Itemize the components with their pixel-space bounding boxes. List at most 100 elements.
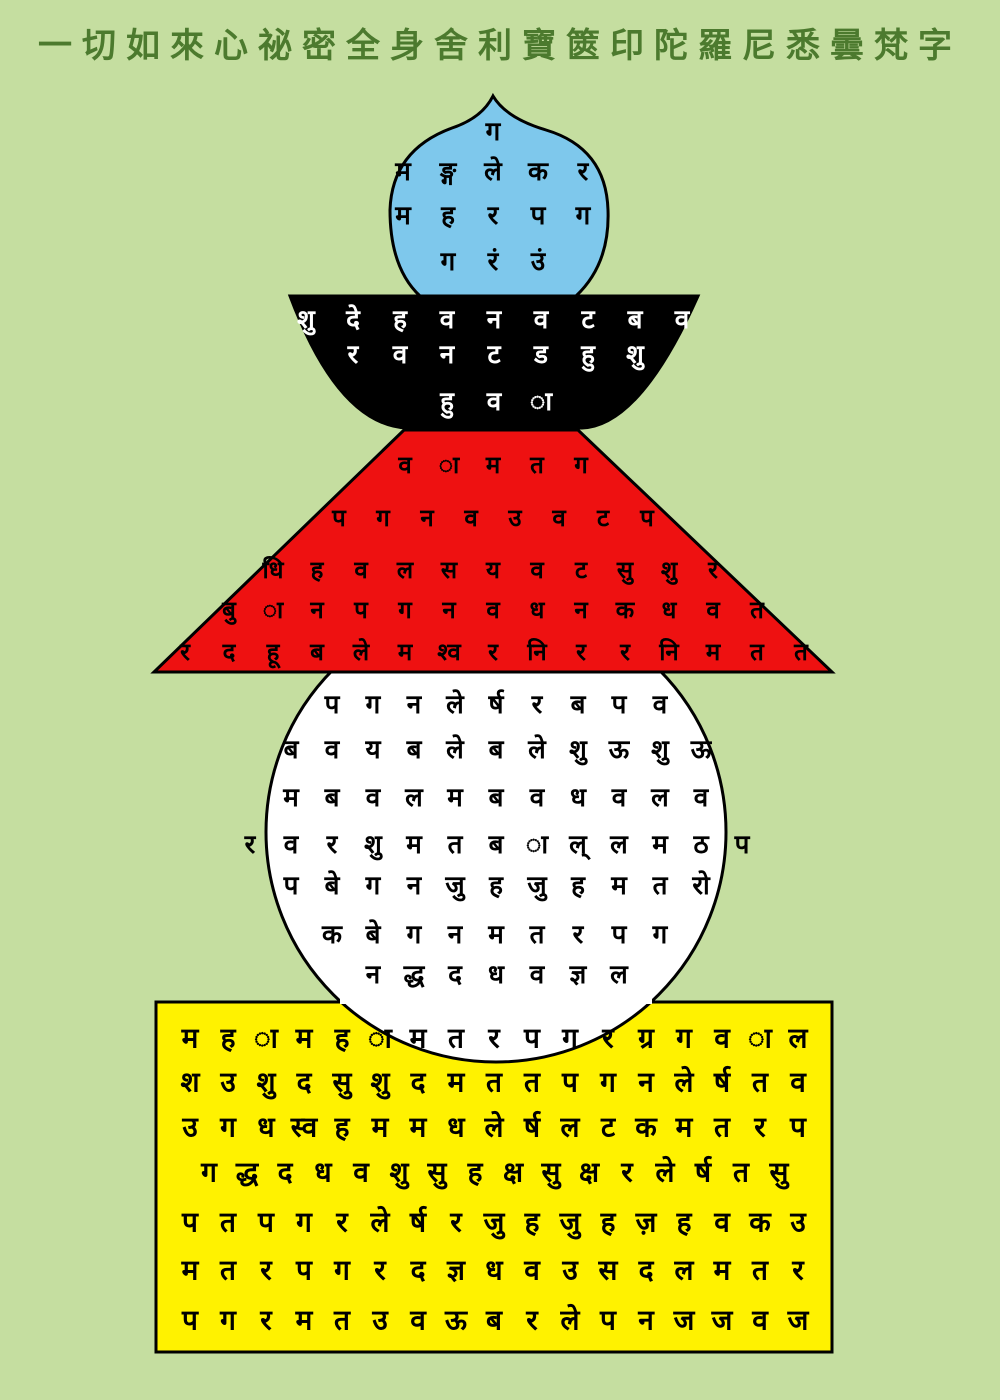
base-glyph: ज [711,1304,734,1337]
base-glyph: उ [561,1254,579,1287]
roof-glyph: र [619,638,631,666]
bowl-glyph: ड [533,340,549,370]
dome-glyph: र [244,830,257,860]
base-glyph: शु [389,1156,409,1190]
base-glyph: सु [427,1156,448,1190]
dome-glyph: ह [570,871,586,901]
base-glyph: न [637,1304,655,1337]
roof-glyph: ग [573,451,589,479]
roof-glyph: र [575,638,587,666]
base-glyph: द [277,1156,294,1189]
dome-glyph: ब [570,690,587,720]
base-glyph: म [181,1022,200,1055]
base-glyph: व [713,1022,731,1055]
dome-glyph: प [611,690,628,720]
base-glyph: प [181,1304,199,1337]
roof-glyph: ट [574,556,588,584]
jewel-glyph: ले [483,156,503,187]
dome-glyph: व [324,735,341,765]
dome-glyph: र्ष [487,689,504,720]
roof-glyph: र [487,638,499,666]
base-glyph: न [637,1066,655,1099]
bowl-glyph: ब [627,305,644,335]
base-glyph: जु [483,1206,506,1240]
base-glyph: त [713,1111,731,1144]
base-glyph: क [634,1111,658,1144]
dome-glyph: म [651,830,669,860]
dome-glyph: शु [364,830,383,861]
base-glyph: व [751,1304,769,1337]
dome-glyph: र [531,690,544,720]
base-glyph: ह [467,1156,484,1189]
base-glyph: ऊ [444,1304,468,1337]
jewel-glyph: ग [575,201,592,231]
roof-glyph: य [485,556,501,584]
base-glyph: ले [655,1156,676,1189]
base-glyph: र [753,1111,767,1144]
base-glyph: ह [600,1206,617,1239]
base-glyph: उ [219,1066,237,1099]
roof-glyph: व [705,596,721,624]
dome-glyph: म [610,871,628,901]
roof-glyph: द [222,638,237,666]
base-glyph: त [485,1066,503,1099]
dome-glyph: ब [488,735,505,765]
dome-glyph: ग [365,690,382,720]
base-glyph: ह [676,1206,693,1239]
base-glyph: शु [370,1066,390,1100]
jewel-glyph: ग [440,247,457,277]
base-glyph: ज्ञ [446,1254,466,1287]
roof-glyph: ग [397,596,413,624]
dome-glyph: ग [406,920,423,950]
base-glyph: ट [600,1111,616,1144]
base-glyph: प [523,1022,541,1055]
dome-glyph: ले [527,734,547,765]
dome-glyph: प [611,920,628,950]
jewel-glyph: म [394,157,412,187]
base-glyph: सु [541,1156,562,1190]
base-glyph: व [352,1156,370,1189]
dome-glyph: न [365,960,382,990]
dome-glyph: प [734,830,751,860]
jewel-glyph: उं [530,247,547,277]
base-glyph: र्ष [523,1111,542,1144]
base-glyph: र्ष [409,1206,428,1239]
dome-glyph: क [321,920,343,950]
base-glyph: ल [674,1254,695,1287]
base-glyph: द्ध [235,1156,260,1189]
bowl-glyph: हु [580,340,596,372]
dome-glyph: व [283,830,300,860]
base-glyph: ल [560,1111,581,1144]
base-glyph: श [180,1066,200,1099]
base-glyph: स्व [290,1111,319,1144]
bowl-glyph: व [439,305,456,335]
base-glyph: ले [484,1111,505,1144]
base-glyph: म [409,1111,428,1144]
dome-glyph: जु [526,871,548,902]
base-glyph: र [620,1156,634,1189]
jewel-glyph: म [394,201,412,231]
jewel-glyph: रं [487,247,500,277]
roof-glyph: नि [658,638,680,666]
base-glyph: म [371,1111,390,1144]
base-glyph: ग [599,1066,617,1099]
roof-glyph: त [529,451,545,479]
roof-glyph: ह [310,556,325,584]
base-glyph: र [259,1254,273,1287]
dome-glyph: र [572,920,585,950]
base-glyph: प [257,1206,275,1239]
roof-glyph: त [793,638,809,666]
bowl-halfmoon [287,294,701,430]
roof-glyph: न [441,596,457,624]
base-glyph: ल [788,1022,809,1055]
dome-glyph: त [447,830,464,860]
bowl-glyph: न [486,305,503,335]
roof-glyph: न [309,596,325,624]
bowl-glyph: ा [530,387,553,417]
dome-glyph: बे [324,870,341,901]
base-glyph: ह [334,1111,351,1144]
base-glyph: व [713,1206,731,1239]
base-glyph: ग [675,1022,693,1055]
page-title: 一切如來心祕密全身舍利寶篋印陀羅尼悉曇梵字 [38,26,962,66]
